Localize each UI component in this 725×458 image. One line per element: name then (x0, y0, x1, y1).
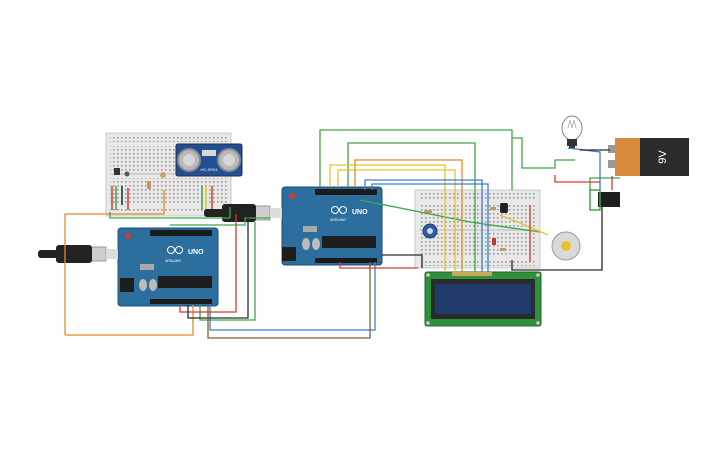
lcd-display[interactable] (424, 271, 542, 327)
right-breadboard-components[interactable] (422, 203, 508, 251)
wires (64, 129, 620, 339)
light-bulb[interactable] (561, 115, 583, 149)
arduino-left-brand: ARDUINO (165, 259, 181, 263)
battery-9v[interactable]: 9V (608, 138, 689, 176)
transistor (500, 203, 508, 213)
arduino-right-brand: ARDUINO (330, 218, 346, 222)
arduino-left-logo: UNO (188, 249, 204, 256)
resistor (424, 210, 432, 213)
relay-module[interactable] (589, 189, 620, 211)
battery-voltage-label: 9V (657, 150, 669, 164)
arduino-uno-left[interactable]: UNO ARDUINO (117, 227, 219, 307)
sensor-model-label: HC-SR04 (200, 167, 218, 172)
dc-motor[interactable] (551, 231, 581, 261)
left-breadboard-components[interactable] (111, 168, 213, 210)
arduino-uno-right[interactable]: UNO ARDUINO (281, 186, 383, 266)
ultrasonic-sensor[interactable]: HC-SR04 (175, 143, 243, 177)
usb-plug-left[interactable] (38, 245, 118, 263)
arduino-right-logo: UNO (352, 209, 368, 216)
